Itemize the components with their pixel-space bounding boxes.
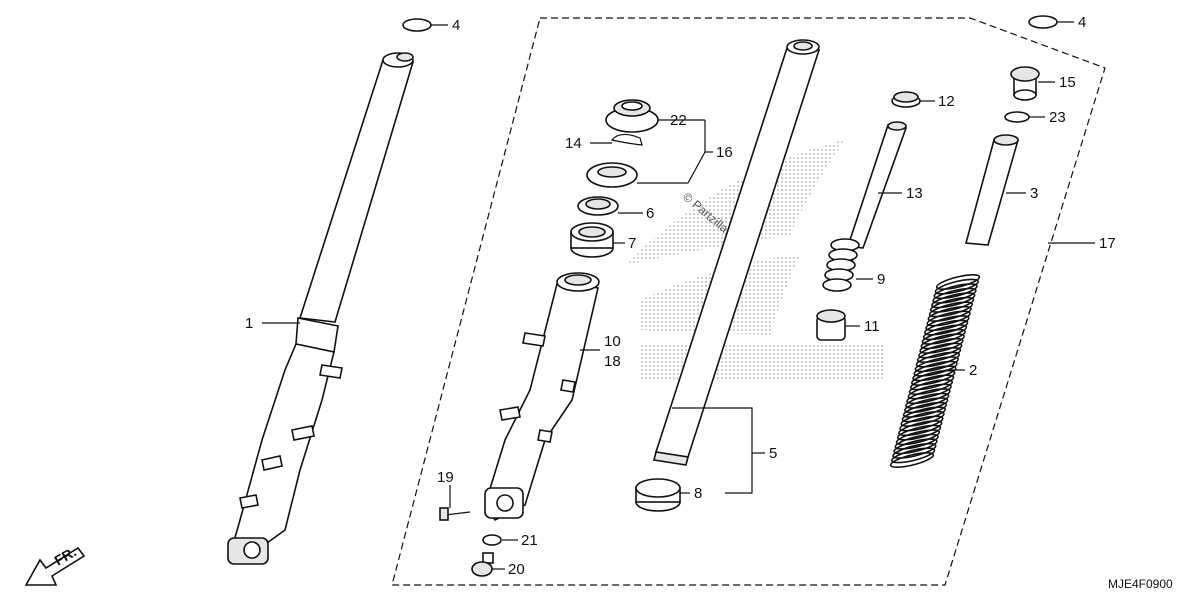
callout-11: 11 [864,318,880,335]
spring-coil [895,429,941,446]
spring-coil [928,301,974,318]
callout-14: 14 [565,135,582,152]
callout-13: 13 [906,185,923,202]
spring-coil [915,351,961,368]
part-dust-seal [605,99,659,133]
spring-coil [889,451,935,469]
spring-coil [905,392,950,409]
spring-coil [918,342,963,359]
spring-coil [907,383,952,400]
callout-5: 5 [769,445,777,462]
spring-coil [916,346,962,364]
callout-16: 16 [716,144,733,161]
part-spacer-collar [964,134,1020,246]
spring-coil [919,337,964,354]
spring-coil [906,388,951,405]
part-oil-seal [586,162,638,188]
part-stopper-clip [610,133,643,146]
spring-coil [911,369,956,386]
callout-22: 22 [670,112,687,129]
callout-20: 20 [508,561,525,578]
callout-12: 12 [938,93,955,110]
callout-19: 19 [437,469,454,486]
spring-coil [922,324,968,341]
spring-coil [900,410,945,427]
callout-17: 17 [1099,235,1116,252]
part-fork-bolt [1010,66,1040,101]
part-oil-lock-piece [816,309,846,341]
spring-coil [901,406,946,423]
callout-7: 7 [628,235,636,252]
spring-coil [896,424,942,441]
spring-coil [898,420,943,437]
callout-2: 2 [969,362,977,379]
part-fork-pipe [653,39,821,466]
spring-coil [892,442,937,459]
part-bottom-case [484,272,600,522]
spring-coil [909,374,955,391]
callout-1: 1 [245,315,253,332]
spring-coil [902,401,948,418]
part-damper-rod [846,121,908,263]
callout-10: 10 [604,333,621,350]
part-fork-spring [889,273,981,469]
spring-coil [925,315,970,332]
spring-coil [908,378,954,396]
assembly-boundary-dashed [391,17,1106,586]
callout-15: 15 [1059,74,1076,91]
part-slide-bushing [570,222,614,258]
callout-18: 18 [604,353,621,370]
spring-coil [933,283,978,300]
part-guide-bushing [635,478,681,512]
spring-coil [893,438,938,455]
part-washer-21 [482,534,502,546]
leader-lines [262,21,1095,570]
spring-coil [913,360,958,377]
callout-21: 21 [521,532,538,549]
spring-coil [935,273,981,291]
spring-coil [899,415,944,432]
callout-4-right: 4 [1078,14,1086,31]
part-o-ring-right [1028,15,1058,29]
spring-coil [920,333,965,350]
spring-coil [926,310,971,327]
spring-coil [934,278,979,295]
callout-labels: 4 4 1 22 14 16 6 7 10 18 19 21 20 5 8 12… [245,14,1116,578]
spring-coil [921,328,966,345]
part-drain-bolt-20 [471,552,494,577]
spring-coil [894,433,939,450]
spring-coil [904,397,949,414]
spring-coil [927,305,972,322]
part-o-ring-23 [1004,111,1030,123]
brand-watermark-graphic [625,140,885,380]
part-rebound-spring [822,238,860,292]
spring-coil [924,319,969,336]
spring-coil [931,292,976,309]
callout-3: 3 [1030,185,1038,202]
spring-coil [891,447,936,464]
callout-6: 6 [646,205,654,222]
front-direction-arrow [24,546,86,586]
part-back-up-ring [577,196,619,216]
diagram-code: MJE4F0900 [1108,577,1173,591]
callout-4-left: 4 [452,17,460,34]
part-bolt-19 [439,507,471,521]
callout-23: 23 [1049,109,1066,126]
part-o-ring-left [402,18,432,32]
part-ring-12 [891,91,921,108]
callout-9: 9 [877,271,885,288]
callout-8: 8 [694,485,702,502]
part-fork-assembly [227,52,415,565]
spring-coil [914,356,959,373]
spring-coil [912,365,957,382]
spring-coil [929,296,975,313]
spring-coil [932,287,977,304]
